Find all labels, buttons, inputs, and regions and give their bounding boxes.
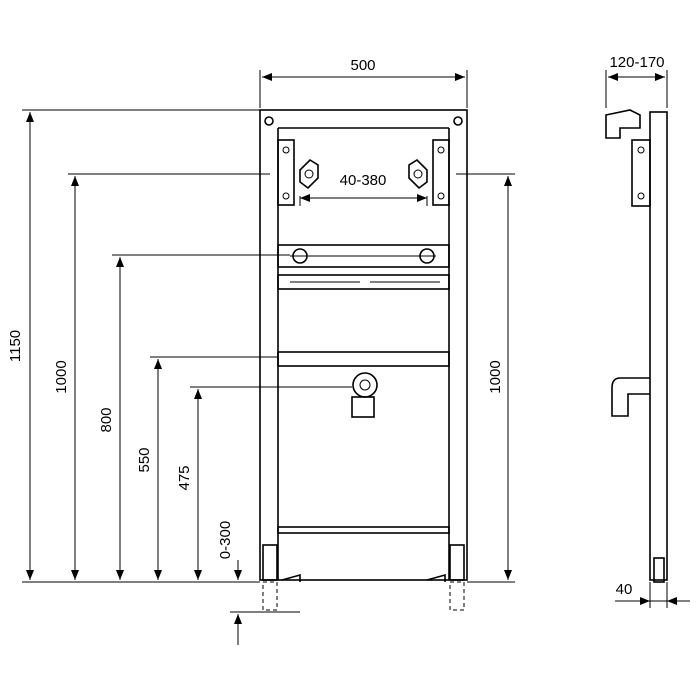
right-foot-plate	[426, 573, 446, 582]
arrow-icon	[154, 570, 162, 580]
right-connection-bracket	[408, 158, 428, 190]
arrow-icon	[504, 570, 512, 580]
screw-icon	[437, 146, 445, 154]
arrow-icon	[116, 257, 124, 267]
arrow-icon	[262, 73, 272, 81]
height-475-label: 475	[176, 465, 193, 490]
lower-rail	[277, 351, 450, 367]
arrow-icon	[71, 570, 79, 580]
arrow-icon	[667, 597, 677, 605]
arrow-icon	[26, 570, 34, 580]
screw-icon	[282, 192, 290, 200]
fitting-icon	[413, 169, 423, 179]
side-outlet-elbow	[611, 377, 650, 417]
left-foot-extension	[262, 581, 278, 611]
middle-rail	[277, 274, 450, 290]
foot-adjust-label: 0-300	[217, 521, 234, 559]
height-800-label: 800	[98, 407, 115, 432]
outlet-pipe	[351, 396, 375, 418]
arrow-icon	[608, 73, 618, 81]
right-foot-extension	[449, 581, 465, 611]
arrow-icon	[234, 614, 242, 624]
outlet-core-icon	[359, 379, 371, 391]
left-foot-plate	[281, 573, 301, 582]
bolt-icon	[453, 116, 463, 126]
height-1000-left-label: 1000	[53, 360, 70, 393]
arrow-icon	[455, 73, 465, 81]
height-1000-right-label: 1000	[487, 360, 504, 393]
left-mount-plate	[277, 139, 295, 206]
screw-icon	[637, 192, 645, 200]
bolt-icon	[292, 248, 308, 264]
side-view: 120-170 40	[605, 54, 690, 608]
tap-spacing-label: 40-380	[340, 172, 387, 189]
screw-icon	[282, 146, 290, 154]
side-top-bracket	[605, 109, 641, 139]
arrow-icon	[26, 112, 34, 122]
bolt-icon	[264, 116, 274, 126]
arrow-icon	[194, 389, 202, 399]
arrow-icon	[417, 194, 427, 202]
depth-label: 120-170	[609, 54, 664, 71]
arrow-icon	[154, 359, 162, 369]
outlet-fitting-icon	[352, 372, 378, 398]
arrow-icon	[300, 194, 310, 202]
front-view	[259, 109, 468, 611]
left-connection-bracket	[299, 158, 319, 190]
height-550-label: 550	[136, 447, 153, 472]
fitting-icon	[304, 169, 314, 179]
frame-outline	[259, 109, 468, 581]
foot-depth-label: 40	[616, 581, 633, 598]
screw-icon	[437, 192, 445, 200]
side-foot	[653, 557, 665, 583]
bolt-icon	[419, 248, 435, 264]
width-label: 500	[350, 57, 375, 74]
upper-crossbar	[277, 244, 450, 268]
left-foot	[262, 544, 278, 581]
arrow-icon	[640, 597, 650, 605]
right-mount-plate	[432, 139, 450, 206]
height-1150-label: 1150	[7, 330, 24, 362]
screw-icon	[637, 146, 645, 154]
front-dimensions: 500 40-380 1150 1000 800 550	[7, 57, 515, 645]
arrow-icon	[116, 570, 124, 580]
arrow-icon	[504, 176, 512, 186]
arrow-icon	[194, 570, 202, 580]
bottom-crossbar	[277, 526, 450, 534]
arrow-icon	[71, 176, 79, 186]
arrow-icon	[234, 570, 242, 580]
side-upright	[649, 111, 668, 581]
arrow-icon	[655, 73, 665, 81]
right-foot	[449, 544, 465, 581]
side-wall-plate	[631, 139, 651, 207]
